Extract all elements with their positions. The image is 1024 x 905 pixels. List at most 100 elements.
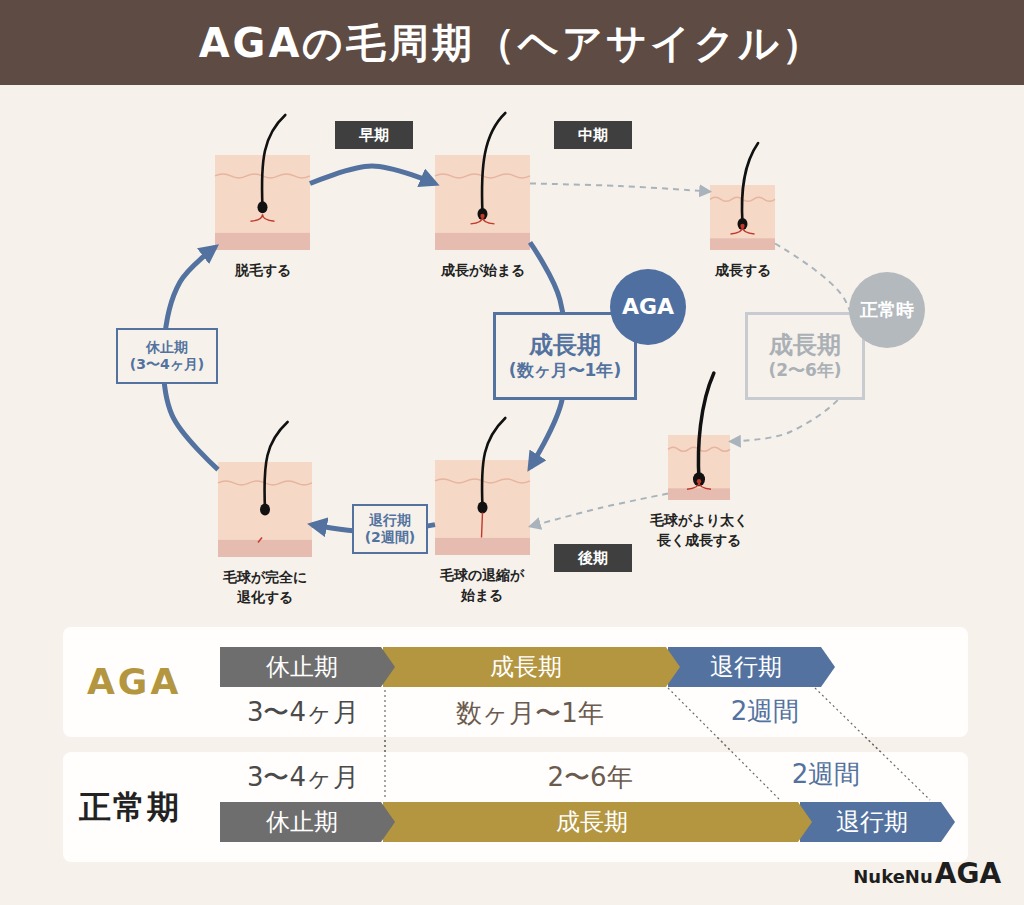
skin-illustration: 脱毛する xyxy=(215,155,310,250)
hair-shaft xyxy=(482,113,505,214)
hair-shaft xyxy=(264,422,287,510)
skin-illustration xyxy=(435,113,530,250)
label-holder: 3〜4ヶ月 xyxy=(247,762,359,793)
skin-lower-band xyxy=(215,233,310,250)
papilla-remnant xyxy=(258,538,262,543)
badge-label: 正常時 xyxy=(860,299,914,321)
stage-caption: 毛球の退縮が 始まる xyxy=(436,565,528,606)
row-heading: AGA xyxy=(87,660,181,703)
bar-label: 退行期 xyxy=(836,808,908,837)
phase-name: 休止期 xyxy=(146,339,188,356)
stage-label: 中期 xyxy=(578,126,608,144)
stage-label: 後期 xyxy=(578,549,608,567)
skin-illustration xyxy=(218,422,312,557)
stage-tag: 早期 xyxy=(335,121,413,149)
normal-cycle-arrow xyxy=(530,494,668,527)
bar-fill xyxy=(220,647,395,687)
bar-label: 退行期 xyxy=(710,653,782,682)
label-holder: AGA xyxy=(935,857,1001,891)
bar-label: 休止期 xyxy=(266,653,338,682)
bar-label: 休止期 xyxy=(266,808,338,837)
skin-illustration xyxy=(215,115,310,250)
row-heading: 正常期 xyxy=(79,788,181,826)
circle-fill xyxy=(610,269,686,345)
papilla-vessel xyxy=(471,217,495,224)
skin-illustration: 毛球の退縮が 始まる xyxy=(435,460,530,555)
stage-tag: 中期 xyxy=(554,121,632,149)
stage-caption: 成長する xyxy=(715,260,771,280)
hair-bulb xyxy=(258,201,268,213)
skin-lower-band xyxy=(218,540,312,557)
papilla-vessel xyxy=(687,482,711,489)
phase-duration: (数ヶ月〜1年) xyxy=(509,360,621,380)
hair-bulb xyxy=(478,502,488,514)
cycle-arrow xyxy=(310,166,435,184)
label-holder: 数ヶ月〜1年 xyxy=(456,698,604,729)
skin-lower-band xyxy=(435,233,530,250)
skin-illustration: 毛球がより太く 長く成長する xyxy=(668,435,730,500)
skin-lower-band xyxy=(668,488,730,500)
duration-value: 3〜4ヶ月 xyxy=(247,762,359,793)
guide-line xyxy=(815,688,930,800)
label-holder: 2週間 xyxy=(731,696,800,727)
skin-illustration xyxy=(710,143,775,250)
bar-fill xyxy=(800,802,955,842)
phase-bar: 成長期 xyxy=(383,802,812,842)
phase-box: 退行期(2週間) xyxy=(352,504,428,554)
duration-value: 数ヶ月〜1年 xyxy=(456,698,604,729)
hair-shaft xyxy=(698,373,713,479)
phase-duration: (2〜6年) xyxy=(768,360,841,380)
stage-caption: 成長が始まる xyxy=(441,260,525,280)
hair-shaft xyxy=(482,418,505,508)
bar-label: 成長期 xyxy=(556,808,628,837)
skin-illustration xyxy=(668,373,730,500)
papilla-vessel xyxy=(251,214,275,221)
skin-illustration xyxy=(435,418,530,555)
guide-line xyxy=(668,688,780,800)
hair-shaft xyxy=(742,143,758,224)
brand-mark: AGA xyxy=(935,857,1001,891)
stage-caption: 脱毛する xyxy=(235,260,291,280)
circle-fill xyxy=(849,272,925,348)
bar-fill xyxy=(383,802,812,842)
phase-bar: 退行期 xyxy=(668,647,835,687)
papilla-vessel xyxy=(731,227,755,234)
phase-name: 退行期 xyxy=(369,512,411,529)
title-band: AGAの毛周期（ヘアサイクル） xyxy=(0,0,1024,85)
title-text: AGAの毛周期（ヘアサイクル） xyxy=(199,19,826,67)
badge-label: AGA xyxy=(622,294,674,320)
skin-illustration: 毛球が完全に 退化する xyxy=(218,462,312,557)
phase-name: 成長期 xyxy=(529,331,601,360)
bar-label: 成長期 xyxy=(490,653,562,682)
skin-lower-band xyxy=(435,538,530,555)
stage-caption: 毛球がより太く 長く成長する xyxy=(646,510,752,551)
duration-value: 3〜4ヶ月 xyxy=(247,697,359,728)
phase-box: 成長期(2〜6年) xyxy=(745,312,865,400)
label-holder: 2週間 xyxy=(792,759,861,790)
phase-bar: 休止期 xyxy=(220,647,395,687)
skin-illustration: 成長が始まる xyxy=(435,155,530,250)
phase-name: 成長期 xyxy=(769,331,841,360)
hair-shaft xyxy=(262,115,285,207)
duration-value: 2〜6年 xyxy=(547,762,632,793)
stage-caption: 毛球が完全に 退化する xyxy=(219,567,311,608)
label-holder: 3〜4ヶ月 xyxy=(247,697,359,728)
bar-fill xyxy=(220,802,395,842)
label-holder: NukeNu xyxy=(853,866,932,888)
duration-value: 2週間 xyxy=(731,696,800,727)
phase-duration: (3〜4ヶ月) xyxy=(130,356,204,373)
skin-illustration: 成長する xyxy=(710,185,775,250)
badge-circle: AGA xyxy=(610,269,686,345)
bar-fill xyxy=(383,647,680,687)
stage-label: 早期 xyxy=(359,126,389,144)
phase-box: 休止期(3〜4ヶ月) xyxy=(116,328,218,384)
phase-bar: 休止期 xyxy=(220,802,395,842)
guide-line xyxy=(384,690,385,800)
bar-fill xyxy=(668,647,835,687)
duration-value: 2週間 xyxy=(792,759,861,790)
skin-lower-band xyxy=(710,238,775,250)
label-holder: 2〜6年 xyxy=(547,762,632,793)
phase-bar: 退行期 xyxy=(800,802,955,842)
